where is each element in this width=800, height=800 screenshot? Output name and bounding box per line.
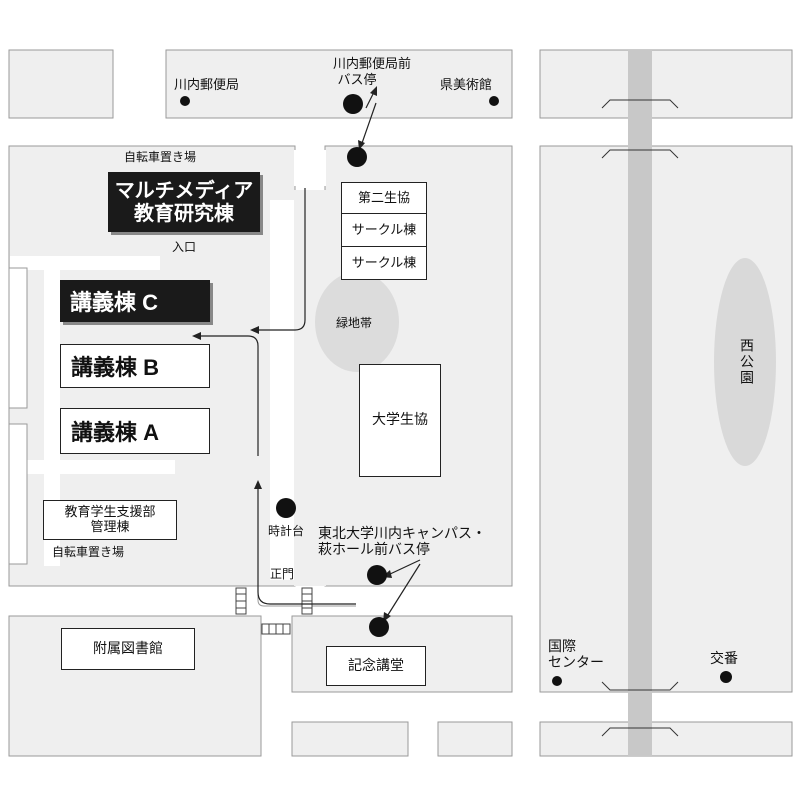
block-top-right <box>539 49 793 119</box>
intl-center-label-2: センター <box>548 655 604 671</box>
support-label-2: 管理棟 <box>90 520 130 535</box>
circle2-label: サークル棟 <box>351 255 417 271</box>
block-top-center <box>165 49 513 119</box>
memorial-hall-building: 記念講堂 <box>326 646 426 686</box>
intl-center-marker <box>552 676 562 686</box>
univ-coop-label: 大学生協 <box>372 412 428 428</box>
block-top-left <box>8 49 114 119</box>
block-bottom-2 <box>437 721 513 757</box>
bus-stop-main-label-1: 東北大学川内キャンパス・ <box>318 526 486 542</box>
bus-stop-main-marker <box>367 565 387 585</box>
lecture-b-label: 講義棟 B <box>71 355 160 380</box>
post-office-marker <box>180 96 190 106</box>
support-label-1: 教育学生支援部 <box>64 505 156 520</box>
lecture-building-a: 講義棟 A <box>60 408 210 454</box>
coop2-label: 第二生協 <box>357 190 410 206</box>
police-box-marker <box>720 671 732 683</box>
west-park-area <box>714 258 776 466</box>
library-label: 附属図書館 <box>93 640 163 657</box>
lecture-building-b: 講義棟 B <box>60 344 210 388</box>
lecture-a-label: 講義棟 A <box>71 420 160 445</box>
bus-stop-post-marker <box>343 94 363 114</box>
bus-stop-post-label-1: 川内郵便局前 <box>332 57 411 72</box>
entrance-label: 入口 <box>172 240 197 254</box>
rail-track <box>628 50 652 756</box>
west-park-label: 西公園 <box>738 338 754 386</box>
multimedia-label-2: 教育研究棟 <box>134 201 234 225</box>
green-zone-label: 緑地帯 <box>336 316 373 330</box>
bus-stop-post-label-2: バス停 <box>337 73 377 88</box>
bicycle-parking-top-label: 自転車置き場 <box>124 150 197 164</box>
police-box-label: 交番 <box>710 651 738 667</box>
lecture-building-c: 講義棟 C <box>60 280 210 322</box>
multimedia-label-1: マルチメディア <box>114 178 254 202</box>
main-gate-label: 正門 <box>270 567 295 581</box>
clock-tower-marker <box>276 498 296 518</box>
art-museum-marker <box>489 96 499 106</box>
clock-tower-label: 時計台 <box>268 524 305 538</box>
circle-building-2: サークル棟 <box>341 246 427 280</box>
multimedia-building: マルチメディア 教育研究棟 <box>108 172 260 232</box>
post-office-label: 川内郵便局 <box>174 78 240 93</box>
lecture-c-label: 講義棟 C <box>70 290 159 315</box>
memorial-hall-label: 記念講堂 <box>348 657 404 674</box>
block-bottom-1 <box>291 721 409 757</box>
bus-stop-main-label-2: 萩ホール前バス停 <box>318 542 430 558</box>
campus-stop-marker <box>347 147 367 167</box>
green-zone-area <box>315 272 399 372</box>
art-museum-label: 県美術館 <box>440 78 493 93</box>
univ-coop-building: 大学生協 <box>359 364 441 477</box>
circle-building-1: サークル棟 <box>341 213 427 247</box>
library-building: 附属図書館 <box>61 628 195 670</box>
bus-stop-main-marker-2 <box>369 617 389 637</box>
circle1-label: サークル棟 <box>351 222 417 238</box>
support-building: 教育学生支援部 管理棟 <box>43 500 177 540</box>
bicycle-parking-bottom-label: 自転車置き場 <box>52 545 125 559</box>
block-bottom-right <box>539 721 793 757</box>
coop2-building: 第二生協 <box>341 182 427 214</box>
intl-center-label-1: 国際 <box>548 639 576 655</box>
